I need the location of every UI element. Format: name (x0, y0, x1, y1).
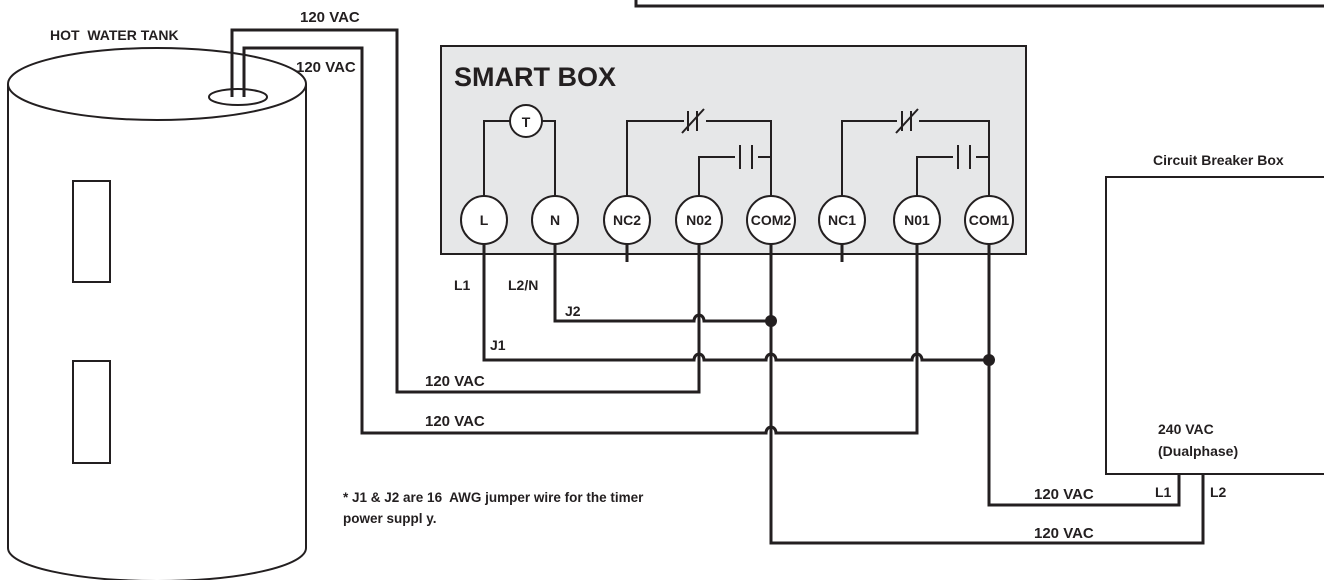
relay-1-contacts (841, 108, 990, 196)
terminal-nc2-label: NC2 (613, 212, 641, 228)
note-line-2: power suppl y. (343, 511, 437, 526)
timer-wire (483, 120, 556, 196)
terminal-com1-label: COM1 (969, 212, 1010, 228)
tank-top-port (208, 88, 268, 106)
terminal-no2-label: N02 (686, 212, 712, 228)
terminal-com2: COM2 (746, 195, 796, 245)
label-bottom-120vac-2: 120 VAC (1034, 525, 1094, 542)
label-mid-120vac-2: 120 VAC (425, 413, 485, 430)
note-line-1: * J1 & J2 are 16 AWG jumper wire for the… (343, 490, 644, 505)
terminal-nc2: NC2 (603, 195, 651, 245)
wire-tank-to-no2 (230, 28, 701, 394)
junction-com1 (983, 354, 995, 366)
wire-com1-to-breaker-l1 (987, 244, 1181, 507)
jumper-note: * J1 & J2 are 16 AWG jumper wire for the… (343, 490, 644, 526)
terminal-nc1: NC1 (818, 195, 866, 245)
timer-label: T (522, 114, 531, 130)
wire-labels: 120 VAC 120 VAC L1 L2/N J2 J1 120 VAC 12… (296, 9, 1094, 542)
terminal-l: L (460, 195, 508, 245)
breaker-rating: 240 VAC (1158, 421, 1214, 437)
breaker-l2-label: L2 (1210, 484, 1227, 500)
terminal-com2-label: COM2 (751, 212, 792, 228)
terminal-n: N (531, 195, 579, 245)
hot-water-tank: HOT WATER TANK (7, 27, 307, 580)
label-l1: L1 (454, 277, 471, 293)
tank-element-upper (72, 180, 111, 283)
junction-com2 (765, 315, 777, 327)
terminal-no1: N01 (893, 195, 941, 245)
tank-element-lower (72, 360, 111, 464)
wire-tank-to-no1 (242, 46, 919, 435)
tank-title: HOT WATER TANK (50, 27, 179, 43)
terminal-nc1-label: NC1 (828, 212, 856, 228)
label-l2n: L2/N (508, 277, 538, 293)
terminal-n-label: N (550, 212, 560, 228)
wire-com2-to-breaker-l2 (769, 244, 1205, 545)
breaker-l1-label: L1 (1155, 484, 1172, 500)
label-mid-120vac-1: 120 VAC (425, 373, 485, 390)
terminal-no1-label: N01 (904, 212, 930, 228)
top-frame-edge (634, 0, 1324, 8)
terminal-com1: COM1 (964, 195, 1014, 245)
label-top-120vac-2: 120 VAC (296, 59, 356, 76)
label-j2: J2 (565, 303, 581, 319)
terminal-l-label: L (480, 212, 489, 228)
terminal-no2: N02 (675, 195, 723, 245)
timer-symbol (509, 104, 543, 138)
label-bottom-120vac-1: 120 VAC (1034, 486, 1094, 503)
smart-box: SMART BOX T L N NC2 (440, 45, 1027, 255)
smart-box-title: SMART BOX (454, 62, 616, 92)
relay-2-contacts (626, 108, 772, 196)
label-top-120vac-1: 120 VAC (300, 9, 360, 26)
circuit-breaker-box: Circuit Breaker Box 240 VAC (Dualphase) … (1105, 152, 1324, 500)
jumper-j1 (482, 244, 989, 362)
breaker-rating-type: (Dualphase) (1158, 443, 1238, 459)
label-j1: J1 (490, 337, 506, 353)
breaker-title: Circuit Breaker Box (1153, 152, 1284, 168)
wiring (230, 28, 1205, 545)
jumper-j2 (553, 244, 771, 323)
